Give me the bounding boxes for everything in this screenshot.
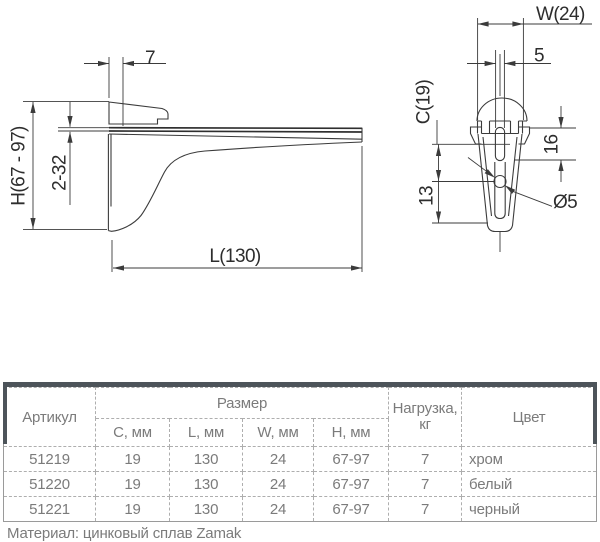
cell-load: 7 bbox=[388, 446, 463, 472]
clamp-wedge bbox=[108, 101, 169, 125]
table-row: 51219 19 130 24 67-97 7 хром bbox=[3, 446, 597, 472]
cell-c: 19 bbox=[95, 446, 170, 472]
clamp-notch-left bbox=[480, 121, 491, 134]
side-view: H(67 - 97) 2-32 7 L(130) bbox=[8, 48, 363, 272]
spec-table: Артикул Размер Нагрузка, кг Цвет C, мм L… bbox=[3, 387, 597, 522]
cell-article: 51220 bbox=[3, 471, 96, 497]
dim-label-hole-offset: 13 bbox=[416, 186, 437, 206]
header-load-line2: кг bbox=[419, 416, 431, 433]
cell-l: 130 bbox=[169, 446, 243, 472]
dim-label-hole-dia: Ø5 bbox=[553, 192, 577, 213]
dim-label-gap: 7 bbox=[145, 48, 155, 69]
dim-label-slot-height: 16 bbox=[541, 135, 562, 155]
material-note: Материал: цинковый сплав Zamak bbox=[7, 525, 242, 542]
shelf-blade-bottom bbox=[108, 130, 363, 133]
front-view: W(24) 5 16 C(19) 13 Ø5 bbox=[413, 4, 592, 252]
table-row: 51221 19 130 24 67-97 7 черный bbox=[3, 496, 597, 522]
cell-load: 7 bbox=[388, 471, 463, 497]
header-load: Нагрузка, кг bbox=[388, 387, 463, 447]
dim-label-shelf-thickness: 2-32 bbox=[49, 155, 70, 191]
dome-top bbox=[476, 97, 528, 122]
cell-l: 130 bbox=[169, 496, 243, 522]
dim-label-clamp-depth: C(19) bbox=[413, 79, 434, 124]
header-article: Артикул bbox=[3, 387, 96, 447]
cell-l: 130 bbox=[169, 471, 243, 497]
table-row: 51220 19 130 24 67-97 7 белый bbox=[3, 471, 597, 497]
cell-w: 24 bbox=[242, 496, 314, 522]
clamp-ear-right bbox=[518, 126, 531, 145]
clamp-ear-left bbox=[469, 126, 482, 145]
header-h: H, мм bbox=[312, 418, 390, 447]
header-w: W, мм bbox=[242, 418, 314, 447]
cell-h: 67-97 bbox=[312, 446, 390, 472]
cell-color: белый bbox=[461, 471, 597, 497]
header-color: Цвет bbox=[461, 387, 597, 447]
cell-h: 67-97 bbox=[312, 471, 390, 497]
dim-label-length: L(130) bbox=[209, 246, 261, 267]
bracket-arm-top bbox=[108, 133, 363, 140]
body-outline bbox=[477, 133, 523, 233]
cell-c: 19 bbox=[95, 496, 170, 522]
screw-hole bbox=[493, 174, 507, 189]
cell-w: 24 bbox=[242, 446, 314, 472]
header-c: C, мм bbox=[95, 418, 170, 447]
cell-h: 67-97 bbox=[312, 496, 390, 522]
cell-article: 51221 bbox=[3, 496, 96, 522]
cell-color: черный bbox=[461, 496, 597, 522]
header-l: L, мм bbox=[169, 418, 243, 447]
mounting-slot bbox=[494, 126, 506, 162]
cell-load: 7 bbox=[388, 496, 463, 522]
cell-color: хром bbox=[461, 446, 597, 472]
dim-label-slot: 5 bbox=[534, 46, 544, 67]
cell-article: 51219 bbox=[3, 446, 96, 472]
cell-c: 19 bbox=[95, 471, 170, 497]
technical-drawing: H(67 - 97) 2-32 7 L(130) bbox=[8, 4, 592, 272]
bracket-underside-curve bbox=[108, 141, 363, 232]
dim-label-height: H(67 - 97) bbox=[8, 126, 29, 206]
dim-label-width: W(24) bbox=[536, 4, 585, 25]
shelf-blade-top bbox=[108, 126, 363, 130]
header-load-line1: Нагрузка, bbox=[392, 400, 458, 417]
inner-channel bbox=[494, 162, 506, 220]
clamp-notch-right bbox=[509, 121, 520, 134]
header-size-group: Размер bbox=[94, 387, 390, 419]
cell-w: 24 bbox=[242, 471, 314, 497]
body-inner-wall bbox=[482, 136, 518, 217]
spec-table-wrapper: Артикул Размер Нагрузка, кг Цвет C, мм L… bbox=[3, 382, 597, 522]
